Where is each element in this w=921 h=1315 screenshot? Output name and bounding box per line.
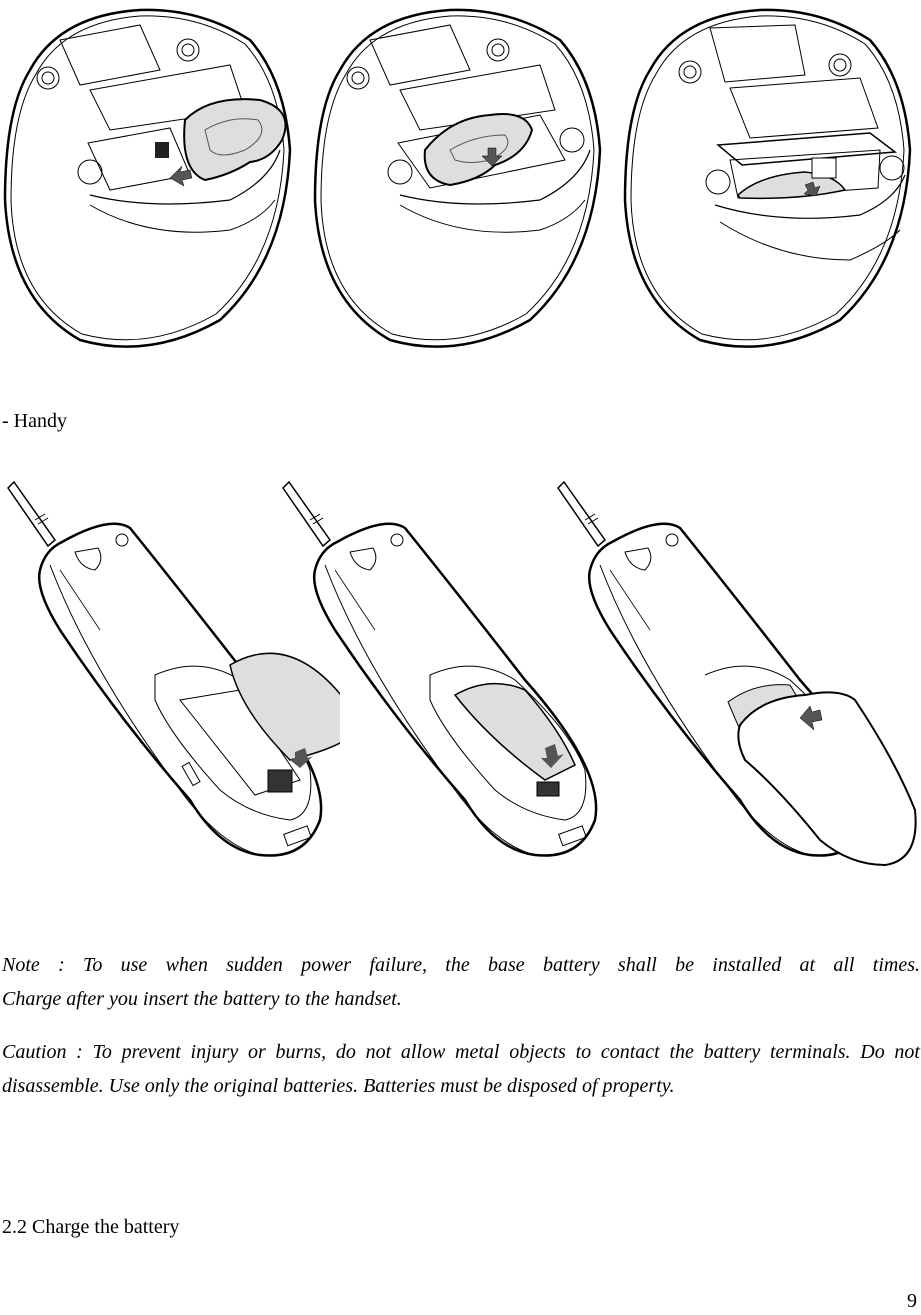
note-line-1: Note : To use when sudden power failure,… xyxy=(2,954,920,976)
caution-paragraph: Caution : To prevent injury or burns, do… xyxy=(2,1041,920,1097)
note-paragraph: Note : To use when sudden power failure,… xyxy=(2,948,920,1016)
base-battery-figure-1 xyxy=(0,0,310,360)
handy-subheading: - Handy xyxy=(2,410,67,432)
handset-battery-figure-1 xyxy=(0,470,340,870)
base-battery-figure-2 xyxy=(310,0,630,360)
base-battery-figure-3 xyxy=(620,0,921,360)
page-number: 9 xyxy=(907,1290,917,1312)
handset-battery-figure-3 xyxy=(550,470,921,870)
handset-battery-figure-2 xyxy=(275,470,615,870)
section-heading-charge-battery: 2.2 Charge the battery xyxy=(2,1216,180,1238)
note-line-2: Charge after you insert the battery to t… xyxy=(2,988,402,1010)
